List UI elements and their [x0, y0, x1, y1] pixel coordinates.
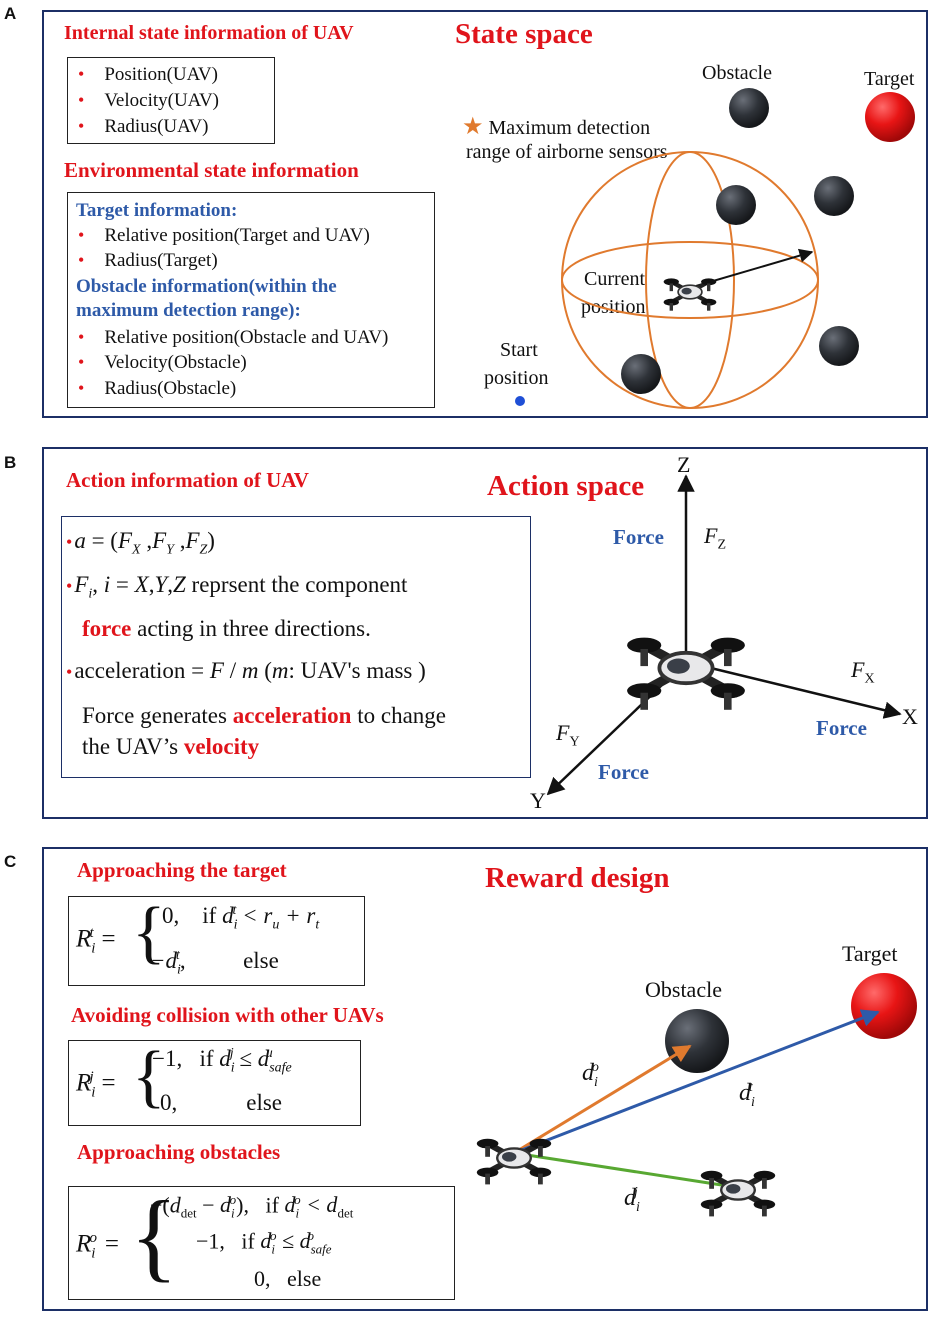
start-label-1: Start [500, 339, 538, 361]
obstacle-label-c: Obstacle [645, 977, 722, 1002]
detection-sphere [561, 151, 819, 409]
formula-2-brace: { [132, 1038, 166, 1115]
formula-2-case-1: −1, if dij ≤ dsafeu [152, 1046, 292, 1076]
formula-box-1 [68, 896, 365, 986]
current-label-2: position [581, 296, 646, 318]
formula-1-lhs: Rit = [76, 925, 117, 957]
formula-box-3 [68, 1186, 455, 1300]
formula-2-case-2: 0, else [160, 1090, 283, 1115]
panel-a-letter: A [4, 4, 17, 23]
start-label-2: position [484, 367, 549, 389]
reward-design-title: Reward design [485, 862, 670, 894]
vector-to-uav [513, 1151, 729, 1188]
fz-label: FZ [704, 523, 727, 553]
panel-b [42, 447, 928, 819]
target-sphere-c [851, 973, 917, 1039]
uav-i [477, 1139, 551, 1185]
fx-label: FX [851, 657, 875, 687]
detection-label-1: ★ Maximum detection [462, 114, 651, 140]
fy-label: FY [556, 720, 580, 750]
action-box [61, 516, 531, 778]
force-label-z: Force [613, 525, 664, 549]
panel-c [42, 847, 928, 1311]
obstacle-sphere-4 [819, 326, 859, 366]
formula-3-case-2: −1, if dio ≤ dsafeo [196, 1228, 332, 1257]
vector-to-target [513, 1009, 880, 1155]
reward-heading-1: Approaching the target [77, 858, 287, 882]
formula-1-case-2: −dit, else [150, 948, 279, 978]
internal-item-1: •Velocity(UAV) [78, 90, 219, 111]
action-line-3: force acting in three directions. [82, 616, 371, 641]
formula-1-case-1: 0, if dit < ru + rt [162, 903, 320, 933]
obstacle-sphere-3 [814, 176, 854, 216]
reward-heading-3: Approaching obstacles [77, 1140, 281, 1164]
action-line-2: •Fi, i = X,Y,Z reprsent the component [66, 572, 408, 602]
panel-b-letter: B [4, 453, 17, 472]
internal-state-box [67, 57, 275, 144]
start-point [515, 396, 525, 406]
reward-heading-2: Avoiding collision with other UAVs [71, 1003, 384, 1027]
formula-3-brace: { [130, 1180, 178, 1291]
obstacle-item-0: •Relative position(Obstacle and UAV) [78, 327, 389, 348]
state-space-title: State space [455, 18, 593, 50]
force-label-y: Force [598, 760, 649, 784]
internal-item-0: •Position(UAV) [78, 64, 218, 85]
formula-3-lhs: Rio = [76, 1230, 121, 1262]
obstacle-sphere-5 [621, 354, 661, 394]
obstacle-label-a: Obstacle [702, 62, 772, 84]
target-label-c: Target [842, 941, 898, 966]
panel-c-letter: C [4, 852, 17, 871]
environment-box [67, 192, 435, 408]
formula-1-brace: { [132, 894, 166, 971]
force-label-x: Force [816, 716, 867, 740]
axis-y-label: Y [530, 788, 546, 813]
action-info-heading: Action information of UAV [66, 468, 309, 492]
internal-state-heading: Internal state information of UAV [64, 22, 354, 44]
target-item-1: •Radius(Target) [78, 250, 218, 271]
axis-z-label: Z [677, 452, 691, 477]
uav-current-a [664, 278, 717, 310]
axis-x [685, 660, 902, 719]
distance-uav-label: dij [624, 1185, 640, 1215]
obstacle-item-2: •Radius(Obstacle) [78, 378, 237, 399]
detection-label-2: range of airborne sensors [466, 141, 668, 163]
panel-a [42, 10, 928, 418]
axis-x-label: X [902, 704, 918, 729]
star-icon: ★ [462, 114, 484, 140]
target-label-a: Target [864, 68, 915, 90]
formula-2-lhs: Rij = [76, 1069, 117, 1101]
obstacle-sphere-1 [729, 88, 769, 128]
target-info-heading: Target information: [76, 200, 238, 221]
target-sphere-a [865, 92, 915, 142]
distance-obstacle-label: dio [582, 1060, 599, 1090]
formula-3-case-3: 0, else [254, 1266, 322, 1291]
action-line-4: •acceleration = F / m (m: UAV's mass ) [66, 658, 426, 683]
action-space-title: Action space [487, 470, 645, 502]
uav-j [701, 1171, 775, 1217]
obstacle-sphere-c [665, 1009, 729, 1073]
formula-3-case-1: −(ddet − dio), if dio < ddet [150, 1192, 354, 1221]
current-label-1: Current [584, 268, 646, 290]
target-item-0: •Relative position(Target and UAV) [78, 225, 370, 246]
obstacle-sphere-2 [716, 185, 756, 225]
distance-target-label: dit [739, 1080, 755, 1110]
internal-item-2: •Radius(UAV) [78, 116, 209, 137]
action-line-5: Force generates acceleration to change [82, 703, 446, 728]
action-line-1: •a = (FX ,FY ,FZ) [66, 528, 215, 558]
obstacle-info-heading-1: Obstacle information(within the [76, 276, 337, 297]
obstacle-info-heading-2: maximum detection range): [76, 300, 301, 321]
formula-box-2 [68, 1040, 361, 1126]
environment-heading: Environmental state information [64, 158, 359, 182]
action-line-6: the UAV’s velocity [82, 734, 260, 759]
vector-to-obstacle [513, 1044, 692, 1155]
obstacle-item-1: •Velocity(Obstacle) [78, 352, 247, 373]
